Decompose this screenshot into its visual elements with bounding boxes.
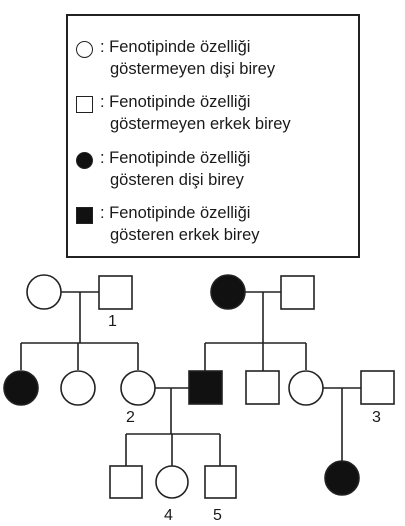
unaffected-male-symbol [245,370,280,405]
unaffected-female-symbol [60,370,96,406]
label-2: 2 [126,409,135,426]
open-circle-icon [76,41,93,58]
affected-male-symbol [188,370,223,405]
affected-female-symbol [324,460,360,496]
label-3: 3 [372,409,381,426]
legend-text: : Fenotipinde özelliği göstermeyen erkek… [100,93,291,133]
unaffected-male-symbol [109,465,143,499]
open-square-icon [76,96,93,113]
affected-female-symbol [3,370,39,406]
unaffected-male-symbol [280,275,315,310]
unaffected-male-symbol-5 [204,465,237,499]
affected-female-symbol [210,274,246,310]
pedigree-labels: 1 2 3 4 5 [108,313,381,524]
legend-item-affected-male: : Fenotipinde özelliği gösteren erkek bi… [76,202,356,252]
legend-text: : Fenotipinde özelliği göstermeyen dişi … [100,38,276,78]
filled-circle-icon [76,152,93,169]
label-5: 5 [213,507,222,524]
legend-item-affected-female: : Fenotipinde özelliği gösteren dişi bir… [76,147,356,197]
unaffected-female-symbol [26,274,62,310]
unaffected-male-symbol-3 [360,370,395,405]
pedigree-lines [20,291,361,466]
pedigree-individuals [3,274,395,499]
unaffected-female-symbol-2 [120,370,156,406]
unaffected-female-symbol-4 [155,465,189,499]
filled-square-icon [76,207,93,224]
label-4: 4 [164,507,173,524]
label-1: 1 [108,313,117,330]
legend-text: : Fenotipinde özelliği gösteren erkek bi… [100,204,260,244]
unaffected-male-symbol-1 [98,275,133,310]
legend-item-unaffected-female: : Fenotipinde özelliği göstermeyen dişi … [76,36,356,86]
legend-text: : Fenotipinde özelliği gösteren dişi bir… [100,149,251,189]
legend-item-unaffected-male: : Fenotipinde özelliği göstermeyen erkek… [76,91,356,141]
legend-box: : Fenotipinde özelliği göstermeyen dişi … [66,14,360,258]
unaffected-female-symbol [288,370,324,406]
